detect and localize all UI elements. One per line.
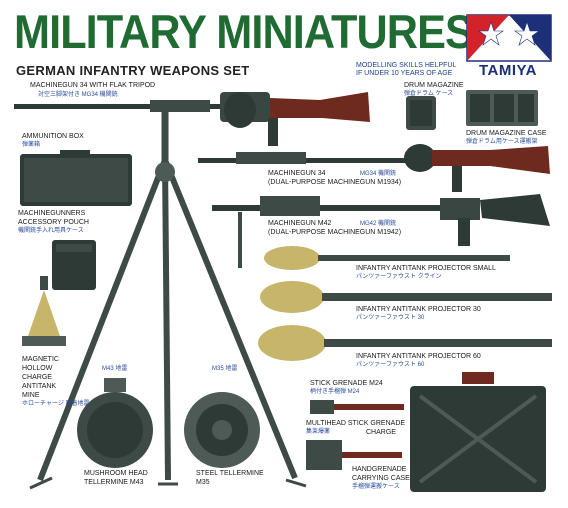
jp-grenade-case: 手榴弾運搬ケース: [352, 484, 400, 490]
label-pf30: INFANTRY ANTITANK PROJECTOR 30: [356, 306, 481, 313]
label-pouch-2: ACCESSORY POUCH: [18, 219, 89, 226]
drum-magazine-case: [466, 90, 538, 126]
tamiya-star-logo: [466, 14, 552, 62]
label-mg34: MACHINEGUN 34: [268, 170, 326, 177]
page-title: MILITARY MINIATURES: [14, 5, 474, 58]
label-grenade-case-2: CARRYING CASE: [352, 475, 410, 482]
jp-pf-small: パンツァーファウスト クライン: [356, 274, 442, 280]
label-mine-2: HOLLOW: [22, 365, 53, 372]
label-mine-1: MAGNETIC: [22, 356, 59, 363]
jp-pf30: パンツァーファウスト 30: [356, 315, 425, 321]
jp-mg34-flak: 対空三脚架付き MG34 機関銃: [38, 92, 118, 98]
panzerfaust-30: [260, 281, 552, 313]
label-multihead-1: MULTIHEAD STICK GRENADE: [306, 420, 406, 427]
jp-mine: ホローチャージ 吸着地雷: [22, 401, 90, 407]
label-drum-magazine: DRUM MAGAZINE: [404, 82, 464, 89]
stick-grenade: [310, 400, 404, 414]
age-notice: MODELLING SKILLS HELPFUL IF UNDER 10 YEA…: [356, 62, 456, 78]
tamiya-brand: TAMIYA: [478, 62, 537, 79]
jp-pf60: パンツァーファウスト 60: [356, 362, 425, 368]
label-pf60: INFANTRY ANTITANK PROJECTOR 60: [356, 353, 481, 360]
label-mine-5: MINE: [22, 392, 40, 399]
label-stick-grenade: STICK GRENADE M24: [310, 380, 383, 387]
label-drum-case: DRUM MAGAZINE CASE: [466, 130, 547, 137]
handgrenade-case: [410, 372, 546, 492]
panzerfaust-small: [264, 246, 510, 270]
multihead-grenade: [306, 440, 402, 470]
steel-tellermine: [184, 392, 260, 468]
label-mine-4: ANTITANK: [22, 383, 57, 390]
label-mg34-desc: (DUAL-PURPOSE MACHINEGUN M1934): [268, 179, 402, 186]
jp-pouch: 機関銃手入れ用具ケース: [18, 228, 84, 234]
mushroom-tellermine: [77, 378, 153, 468]
weapons-illustration: [14, 90, 552, 492]
jp-mushroom: M43 地雷: [102, 366, 128, 372]
jp-drum-case: 弾倉ドラム用ケース運搬架: [466, 139, 538, 145]
panzerfaust-60: [258, 325, 552, 361]
label-mushroom-2: TELLERMINE M43: [84, 479, 144, 486]
jp-multihead: 集束爆薬: [306, 429, 331, 435]
mg42-gun: [212, 194, 550, 268]
jp-ammo-box: 弾薬箱: [22, 142, 41, 148]
label-ammo-box: AMMUNITION BOX: [22, 133, 84, 140]
label-steel-2: M35: [196, 479, 210, 486]
label-mine-3: CHARGE: [22, 374, 52, 381]
label-multihead-2: CHARGE: [366, 429, 396, 436]
page-subtitle: GERMAN INFANTRY WEAPONS SET: [16, 63, 250, 78]
jp-steel: M35 地雷: [212, 366, 238, 372]
jp-mg34: MG34 機関銃: [360, 171, 397, 177]
jp-drum-magazine: 弾倉ドラム ケース: [404, 91, 454, 97]
magnetic-mine: [22, 276, 66, 346]
label-pouch-1: MACHINEGUNNERS: [18, 210, 86, 217]
label-mg42: MACHINEGUN M42: [268, 220, 332, 227]
label-mushroom-1: MUSHROOM HEAD: [84, 470, 148, 477]
label-mg42-desc: (DUAL-PURPOSE MACHINEGUN M1942): [268, 229, 402, 236]
mg34-gun: [198, 144, 550, 192]
age-notice-line2: IF UNDER 10 YEARS OF AGE: [356, 70, 453, 77]
ammunition-box: [20, 150, 132, 206]
drum-magazine: [406, 96, 436, 130]
jp-mg42: MG42 機関銃: [360, 221, 397, 227]
label-mg34-flak: MACHINEGUN 34 WITH FLAK TRIPOD: [30, 82, 156, 89]
label-steel-1: STEEL TELLERMINE: [196, 470, 264, 477]
jp-stick-grenade: 柄付き手榴弾 M24: [310, 389, 360, 395]
mg34-flak-gun: [14, 92, 370, 146]
accessory-pouch: [52, 240, 96, 290]
label-grenade-case-1: HANDGRENADE: [352, 466, 407, 473]
age-notice-line1: MODELLING SKILLS HELPFUL: [356, 62, 457, 69]
label-pf-small: INFANTRY ANTITANK PROJECTOR SMALL: [356, 265, 496, 272]
flak-tripod: [29, 110, 307, 490]
